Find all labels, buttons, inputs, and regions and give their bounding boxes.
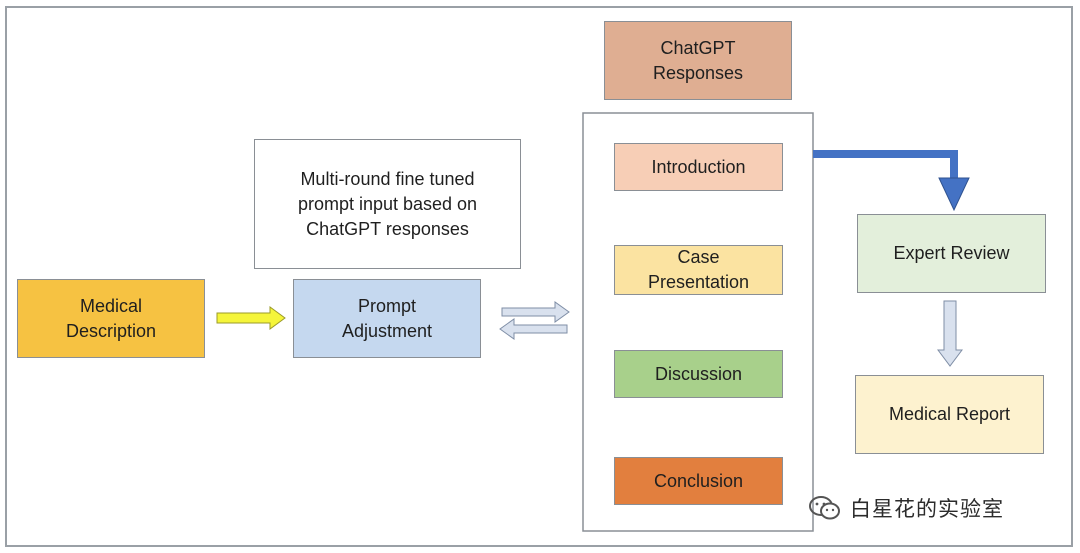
node-multi-round-note-label: Multi-round fine tuned prompt input base…: [297, 168, 478, 239]
node-introduction-label: Introduction: [651, 156, 746, 177]
arrow-responses-to-review: [813, 150, 958, 182]
arrow-description-to-prompt: [216, 306, 286, 330]
node-medical-report: Medical Report: [855, 375, 1044, 454]
node-expert-review: Expert Review: [857, 214, 1046, 293]
arrow-responses-to-prompt: [499, 318, 568, 340]
node-conclusion-label: Conclusion: [653, 470, 744, 491]
node-multi-round-note: Multi-round fine tuned prompt input base…: [254, 139, 521, 269]
node-chatgpt-responses-label: ChatGPT Responses: [652, 37, 744, 83]
watermark: 白星花的实验室: [808, 488, 1053, 528]
node-prompt-adjustment-label: Prompt Adjustment: [341, 295, 433, 341]
node-chatgpt-responses: ChatGPT Responses: [604, 21, 792, 100]
arrow-responses-to-review-head: [938, 177, 970, 212]
watermark-text: 白星花的实验室: [850, 497, 1004, 521]
node-case-presentation: Case Presentation: [614, 245, 783, 295]
node-conclusion: Conclusion: [614, 457, 783, 505]
node-discussion: Discussion: [614, 350, 783, 398]
node-discussion-label: Discussion: [654, 363, 743, 384]
node-expert-review-label: Expert Review: [893, 243, 1010, 263]
node-medical-description-label: Medical Description: [65, 295, 157, 341]
arrow-review-to-report: [937, 300, 963, 367]
node-medical-description: Medical Description: [17, 279, 205, 358]
wechat-icon: [809, 496, 840, 520]
node-medical-report-label: Medical Report: [888, 404, 1011, 424]
node-prompt-adjustment: Prompt Adjustment: [293, 279, 481, 358]
node-case-presentation-label: Case Presentation: [647, 247, 750, 292]
node-introduction: Introduction: [614, 143, 783, 191]
arrow-prompt-to-responses: [501, 301, 570, 323]
